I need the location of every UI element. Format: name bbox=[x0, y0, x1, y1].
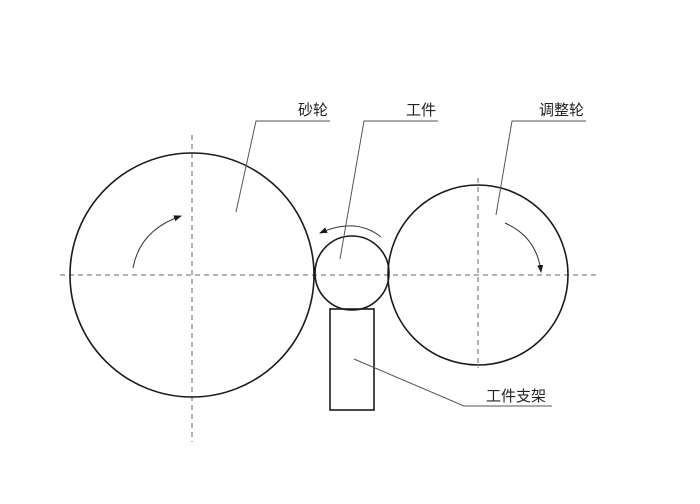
leader-workpiece-support bbox=[353, 358, 552, 407]
label-grinding-wheel: 砂轮 bbox=[298, 101, 328, 119]
workpiece-rotation-arrow-icon bbox=[319, 225, 382, 238]
label-workpiece: 工件 bbox=[406, 101, 436, 119]
grinding-wheel-rotation-arrow-icon bbox=[132, 215, 182, 269]
leader-workpiece bbox=[339, 120, 438, 260]
label-workpiece-support: 工件支架 bbox=[486, 387, 546, 405]
regulating-wheel-rotation-arrow-icon bbox=[504, 222, 544, 273]
leader-regulating-wheel bbox=[495, 120, 586, 216]
leader-grinding-wheel bbox=[235, 120, 330, 213]
grinding-wheel bbox=[69, 152, 315, 398]
label-regulating-wheel: 调整轮 bbox=[539, 101, 584, 119]
regulating-wheel bbox=[387, 184, 569, 366]
workpiece bbox=[314, 235, 390, 311]
leader-lines bbox=[235, 120, 586, 407]
workpiece-support bbox=[329, 308, 375, 411]
centerlines bbox=[60, 135, 598, 442]
